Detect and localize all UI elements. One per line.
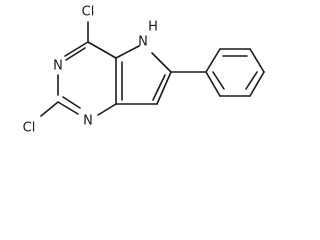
bond-c2-n1-double [62, 96, 81, 109]
bond-c2-n1 [57, 101, 79, 115]
bond-c4-n3-double [65, 47, 86, 61]
atom-labels: Cl N N Cl H N [23, 5, 158, 136]
atom-cl-top: Cl [82, 5, 95, 20]
bond-ph-4 [249, 71, 265, 97]
atom-n-upper: N [53, 59, 63, 74]
bond-ph-double-3 [212, 71, 225, 90]
atom-cl-bottom: Cl [23, 121, 36, 136]
atom-nh-h: H [148, 20, 158, 35]
bond-ph-double-2 [245, 71, 258, 90]
atom-n-lower: N [83, 114, 93, 129]
bond-ph-6 [205, 71, 221, 97]
bond-c4-n3 [64, 41, 89, 57]
bonds [40, 21, 265, 117]
bond-c4-c4a [87, 41, 117, 59]
bond-c6-c7-double [152, 74, 166, 101]
bond-c2-cl [40, 101, 59, 117]
bond-c6-c7 [156, 71, 172, 105]
bond-n5-c6 [151, 52, 172, 73]
bond-ph-1 [205, 48, 221, 73]
bond-c4a-n5 [115, 45, 140, 59]
atom-nh-n: N [138, 35, 148, 50]
bond-n1-c7a [97, 103, 117, 116]
molecule-structure: Cl N N Cl H N [23, 5, 265, 136]
bond-ph-3 [249, 48, 265, 73]
